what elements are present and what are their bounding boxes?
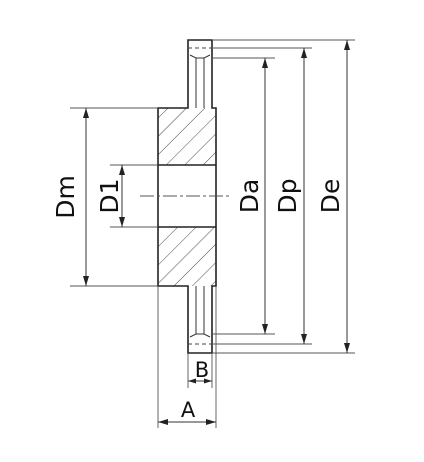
dimension-a: A	[158, 398, 216, 425]
dm-label: Dm	[51, 175, 80, 219]
dp-label: Dp	[273, 178, 302, 213]
hub-section-lower	[158, 227, 216, 286]
dimension-dp: Dp	[273, 48, 307, 344]
da-label: Da	[235, 179, 264, 214]
a-label: A	[181, 398, 196, 422]
tooth-profile-upper	[189, 54, 211, 59]
tooth-profile-lower	[189, 333, 211, 338]
sprocket-outline	[157, 39, 217, 354]
b-label: B	[195, 358, 209, 382]
dimension-dm: Dm	[51, 108, 89, 286]
d1-label: D1	[95, 178, 124, 213]
dimension-de: De	[316, 40, 350, 353]
dimension-d1: D1	[95, 165, 125, 227]
dimension-da: Da	[235, 58, 268, 334]
hub-section-upper	[158, 108, 216, 165]
dimension-b: B	[188, 358, 212, 384]
de-label: De	[316, 179, 345, 214]
